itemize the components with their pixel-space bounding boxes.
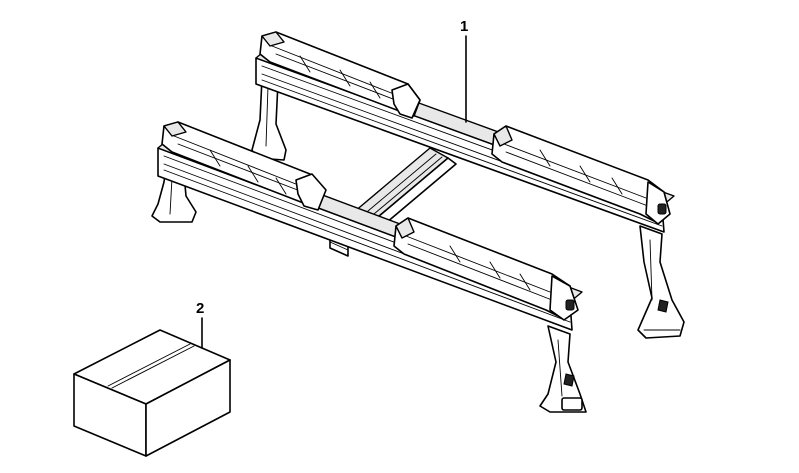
rear-left-leg: [251, 77, 287, 161]
front-right-leg: [539, 325, 587, 413]
roof-rack-assembly[interactable]: [151, 31, 685, 413]
callout-2-label: 2: [196, 300, 204, 317]
callout-1-label: 1: [460, 18, 468, 35]
center-crossbar: [329, 147, 457, 257]
front-bar: [151, 121, 587, 413]
packaging-box[interactable]: [73, 317, 231, 457]
rear-bar: [251, 31, 685, 339]
rear-right-leg: [637, 225, 685, 339]
